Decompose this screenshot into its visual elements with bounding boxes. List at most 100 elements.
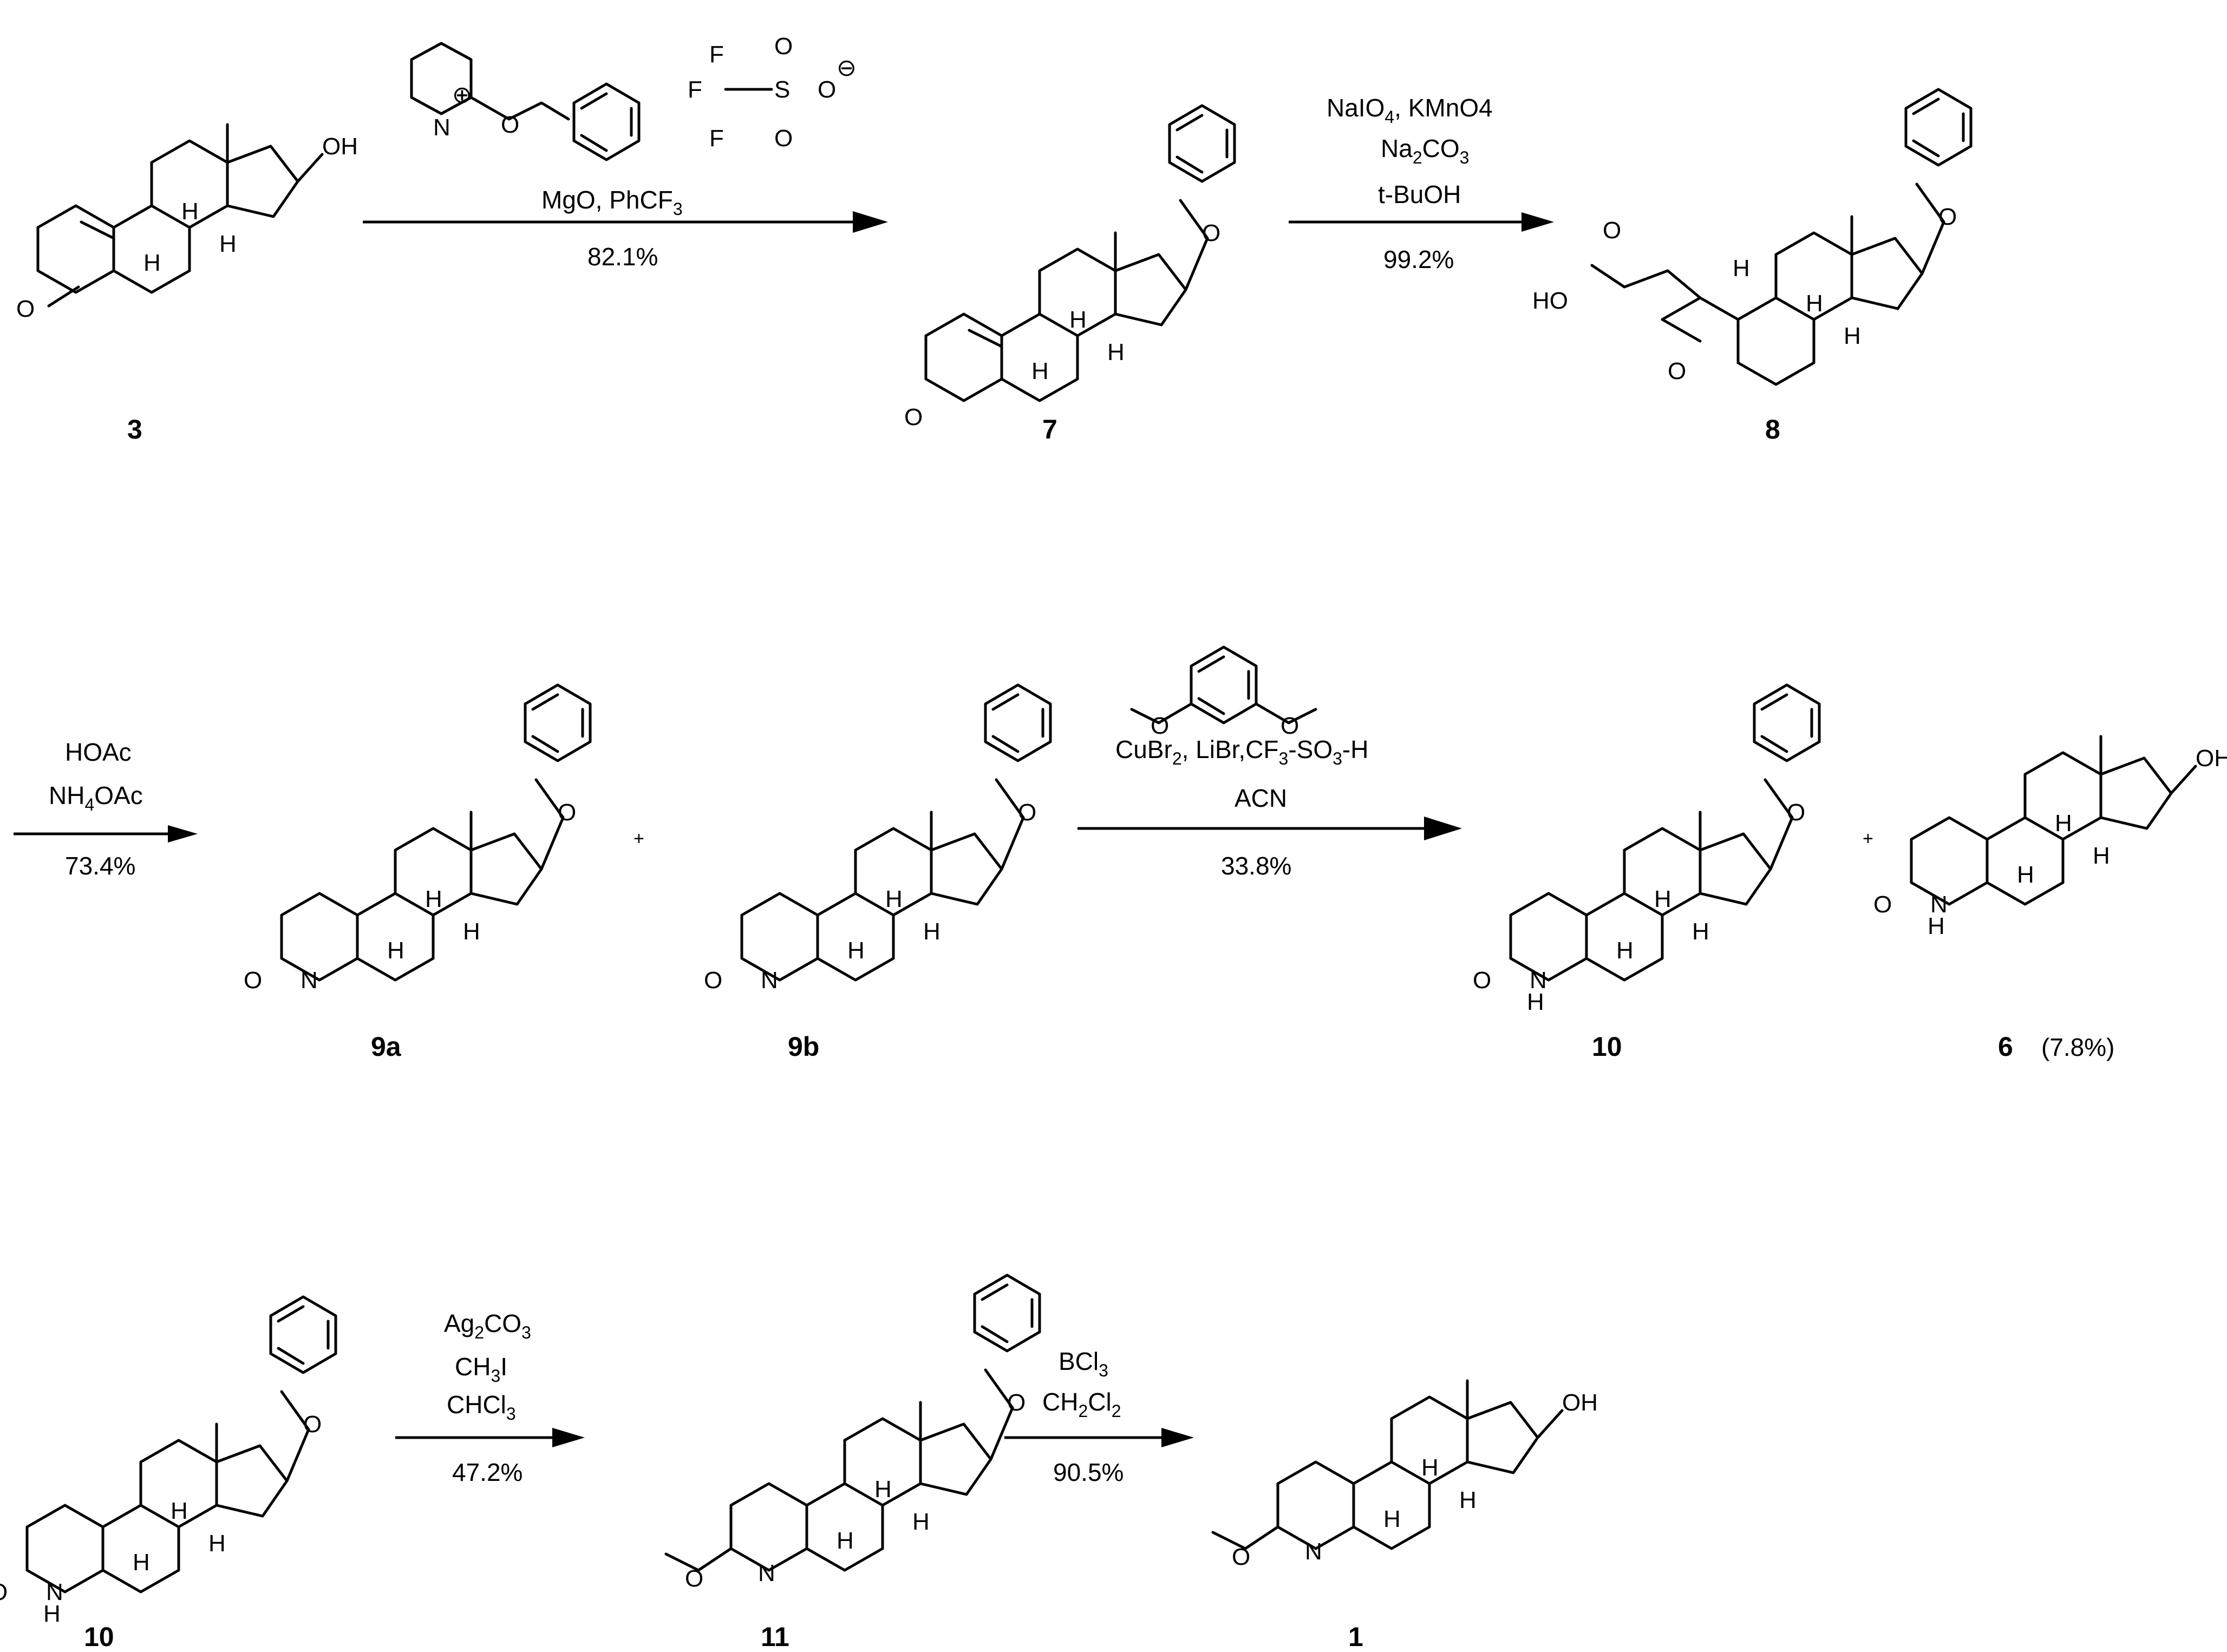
atom-o: O bbox=[1007, 1389, 1026, 1416]
reaction-arrow-1 bbox=[363, 211, 888, 233]
atom-o: O bbox=[774, 33, 793, 60]
atom-h: H bbox=[1692, 918, 1709, 945]
conditions-step-2-line-3: t-BuOH bbox=[1378, 180, 1461, 208]
atom-h: H bbox=[133, 1549, 150, 1576]
compound-11: N O O H H H bbox=[664, 1275, 1040, 1592]
yield-step-3: 73.4% bbox=[65, 852, 135, 880]
atom-hn: H bbox=[1527, 989, 1544, 1015]
compound-1: N O OH H H H bbox=[1211, 1381, 1598, 1570]
dimethoxybenzene-reagent: O O bbox=[1130, 647, 1317, 739]
conditions-step-5-line-3: CHCl3 bbox=[447, 1390, 516, 1424]
conditions-step-4-line-1: CuBr2, LiBr,CF3-SO3-H bbox=[1115, 735, 1368, 768]
atom-oh: OH bbox=[322, 133, 358, 160]
atom-h: H bbox=[912, 1509, 930, 1535]
compound-10-row3: N H O O H H H bbox=[0, 1297, 336, 1627]
compound-8: O HO O O H H H bbox=[1532, 89, 1971, 386]
compound-label-6: 6 bbox=[1998, 1031, 2013, 1062]
atom-f: F bbox=[688, 76, 702, 103]
atom-n: N bbox=[433, 114, 450, 141]
atom-hn: H bbox=[43, 1601, 61, 1627]
atom-h: H bbox=[425, 886, 442, 912]
charge-minus-icon: ⊖ bbox=[837, 55, 857, 81]
yield-step-2: 99.2% bbox=[1383, 245, 1454, 273]
atom-o: O bbox=[1202, 220, 1220, 246]
atom-h: H bbox=[463, 918, 480, 945]
atom-o: O bbox=[1787, 799, 1805, 826]
yield-step-4: 33.8% bbox=[1221, 852, 1291, 880]
triflate-reagent: F F F S O O O ⊖ bbox=[688, 33, 857, 152]
reaction-arrow-6 bbox=[1004, 1428, 1194, 1447]
atom-h: H bbox=[1031, 358, 1049, 384]
yield-step-1: 82.1% bbox=[587, 243, 658, 271]
atom-n: N bbox=[1930, 891, 1948, 918]
conditions-step-3-line-2: NH4OAc bbox=[49, 781, 143, 814]
atom-o: O bbox=[244, 967, 262, 994]
atom-h: H bbox=[1107, 339, 1125, 365]
atom-n: N bbox=[758, 1560, 775, 1586]
conditions-step-3-line-1: HOAc bbox=[65, 738, 132, 766]
atom-h: H bbox=[1844, 323, 1861, 349]
atom-o: O bbox=[1603, 217, 1621, 244]
atom-hn: H bbox=[1928, 913, 1945, 939]
compound-9b: N O O H H H bbox=[704, 685, 1050, 994]
compound-label-7: 7 bbox=[1042, 414, 1057, 445]
reaction-arrow-5 bbox=[395, 1428, 585, 1447]
reaction-arrow-2 bbox=[1289, 212, 1554, 232]
compound-label-11: 11 bbox=[761, 1622, 789, 1652]
atom-ho: HO bbox=[1532, 288, 1568, 314]
conditions-step-5-line-1: Ag2CO3 bbox=[444, 1309, 531, 1342]
conditions-step-5-line-2: CH3I bbox=[455, 1353, 507, 1386]
atom-n: N bbox=[46, 1579, 63, 1605]
conditions-step-2-line-1: NaIO4, KMnO4 bbox=[1327, 94, 1493, 127]
compound-label-9a: 9a bbox=[371, 1031, 402, 1062]
atom-h: H bbox=[208, 1530, 226, 1557]
charge-plus-icon: ⊕ bbox=[452, 82, 472, 108]
compound-label-3: 3 bbox=[127, 414, 142, 445]
atom-h: H bbox=[2017, 861, 2034, 888]
atom-o: O bbox=[558, 799, 576, 826]
atom-h: H bbox=[1069, 306, 1087, 333]
pyridinium-reagent: O N ⊕ bbox=[410, 42, 639, 160]
atom-h: H bbox=[1421, 1454, 1439, 1481]
atom-h: H bbox=[387, 937, 404, 964]
atom-o: O bbox=[1873, 891, 1892, 918]
compound-6: N H O OH H H H bbox=[1873, 736, 2227, 939]
atom-oh: OH bbox=[1562, 1389, 1598, 1416]
atom-h: H bbox=[219, 231, 237, 257]
reaction-arrow-4 bbox=[1077, 817, 1462, 840]
atom-o: O bbox=[685, 1565, 703, 1592]
atom-h: H bbox=[1806, 290, 1823, 317]
atom-oh: OH bbox=[2196, 745, 2227, 772]
compound-3: O OH H H H bbox=[16, 125, 358, 322]
atom-o: O bbox=[1151, 713, 1169, 739]
compound-label-10-row3: 10 bbox=[84, 1622, 114, 1652]
yield-compound-6: (7.8%) bbox=[2041, 1033, 2114, 1061]
atom-h: H bbox=[171, 1498, 188, 1524]
atom-h: H bbox=[2055, 810, 2072, 837]
atom-o: O bbox=[1938, 204, 1957, 230]
compound-label-8: 8 bbox=[1765, 414, 1780, 445]
atom-h: H bbox=[2093, 843, 2110, 869]
yield-step-5: 47.2% bbox=[452, 1458, 523, 1486]
plus-sign: + bbox=[634, 828, 644, 849]
reaction-arrow-3 bbox=[14, 825, 198, 843]
atom-h: H bbox=[923, 918, 941, 945]
atom-o: O bbox=[774, 125, 793, 152]
conditions-step-4-line-2: ACN bbox=[1235, 784, 1287, 812]
conditions-step-6-line-1: BCl3 bbox=[1059, 1347, 1108, 1380]
atom-h: H bbox=[847, 937, 865, 964]
atom-o: O bbox=[0, 1579, 8, 1605]
atom-o: O bbox=[1281, 713, 1299, 739]
yield-step-6: 90.5% bbox=[1053, 1458, 1124, 1486]
atom-h: H bbox=[181, 198, 199, 225]
atom-o: O bbox=[904, 404, 923, 430]
atom-s: S bbox=[774, 76, 790, 103]
compound-10: N H O O H H H bbox=[1473, 685, 1819, 1015]
compound-label-9b: 9b bbox=[788, 1031, 819, 1062]
atom-o: O bbox=[818, 76, 836, 103]
atom-o: O bbox=[1668, 358, 1686, 384]
compound-label-10: 10 bbox=[1592, 1031, 1622, 1062]
plus-sign: + bbox=[1863, 828, 1873, 849]
atom-h: H bbox=[1616, 937, 1634, 964]
